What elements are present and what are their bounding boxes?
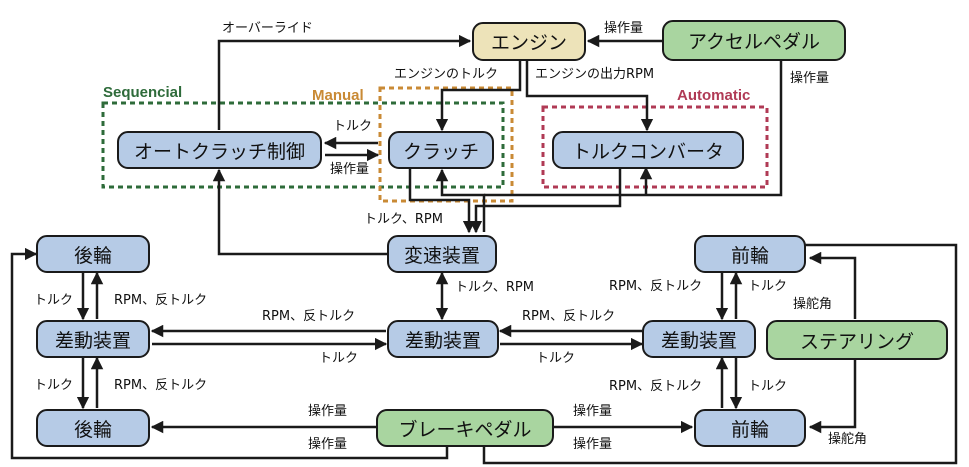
autoclutch-control-node: オートクラッチ制御 xyxy=(117,131,322,169)
accel-pedal-node: アクセルペダル xyxy=(662,20,846,61)
manual-group-label: Manual xyxy=(312,87,364,104)
arrow-steer-front-top xyxy=(808,251,857,319)
automatic-group-box xyxy=(541,105,769,189)
front-top-rpm-label: RPM、反トルク xyxy=(609,279,703,294)
center-front-torque-label: トルク xyxy=(536,351,576,366)
steer-bottom-label: 操舵角 xyxy=(828,432,868,447)
arrow-engine-clutch xyxy=(435,61,522,132)
line-accel-down xyxy=(484,60,783,197)
front-bot-torque-label: トルク xyxy=(748,379,788,394)
arrow-trans-autoclutch xyxy=(212,168,388,256)
clutch-torque-label: トルク xyxy=(333,119,373,134)
arrow-override xyxy=(217,34,472,130)
rear-wheel-top-node: 後輪 xyxy=(36,235,150,273)
transmission-node: 変速装置 xyxy=(387,235,497,273)
line-steer-outer xyxy=(482,243,958,465)
steering-node: ステアリング xyxy=(766,320,948,360)
brake-rear-op-label-1: 操作量 xyxy=(308,404,348,419)
engine-node: エンジン xyxy=(472,22,586,61)
brake-front-op-label-2: 操作量 xyxy=(573,437,613,452)
trans-center-label: トルク、RPM xyxy=(455,280,534,295)
engine-rpm-label: エンジンの出力RPM xyxy=(535,67,655,82)
sequencial-group-label: Sequencial xyxy=(103,84,183,101)
rear-top-torque-label: トルク xyxy=(34,293,74,308)
center-diff-node: 差動装置 xyxy=(387,320,499,358)
front-diff-node: 差動装置 xyxy=(642,320,756,358)
clutch-out-label: トルク、RPM xyxy=(364,212,443,227)
steer-top-label: 操舵角 xyxy=(793,297,833,312)
front-wheel-top-node: 前輪 xyxy=(694,235,806,273)
line-torqueconv-out xyxy=(469,168,622,234)
arrow-clutch-out xyxy=(408,168,476,234)
override-label: オーバーライド xyxy=(222,21,313,36)
clutch-node: クラッチ xyxy=(388,131,494,169)
center-front-rpm-label: RPM、反トルク xyxy=(522,309,616,324)
arrow-steer-front-bot xyxy=(808,360,857,434)
brake-pedal-node: ブレーキペダル xyxy=(376,409,554,447)
front-bot-rpm-label: RPM、反トルク xyxy=(609,379,703,394)
rear-bot-rpm-label: RPM、反トルク xyxy=(114,378,208,393)
front-wheel-bottom-node: 前輪 xyxy=(694,409,806,447)
arrow-engine-torqueconv xyxy=(525,61,654,132)
front-top-torque-label: トルク xyxy=(748,279,788,294)
clutch-op-label: 操作量 xyxy=(330,162,370,177)
engine-torque-label: エンジンのトルク xyxy=(394,67,499,82)
arrow-clutch-in xyxy=(435,168,486,232)
automatic-group-label: Automatic xyxy=(677,87,751,104)
torque-converter-node: トルクコンバータ xyxy=(552,131,744,169)
center-rear-rpm-label: RPM、反トルク xyxy=(262,309,356,324)
rear-bot-torque-label: トルク xyxy=(34,378,74,393)
sequencial-group-box xyxy=(101,101,505,189)
center-rear-torque-label: トルク xyxy=(319,351,359,366)
rear-wheel-bottom-node: 後輪 xyxy=(36,409,150,447)
rear-top-rpm-label: RPM、反トルク xyxy=(114,293,208,308)
accel-op-right-label: 操作量 xyxy=(790,71,830,86)
brake-front-op-label-1: 操作量 xyxy=(573,404,613,419)
rear-diff-node: 差動装置 xyxy=(36,320,150,358)
accel-op-label: 操作量 xyxy=(604,21,644,36)
brake-rear-op-label-2: 操作量 xyxy=(308,437,348,452)
arrow-brake-rear-top xyxy=(10,247,449,460)
